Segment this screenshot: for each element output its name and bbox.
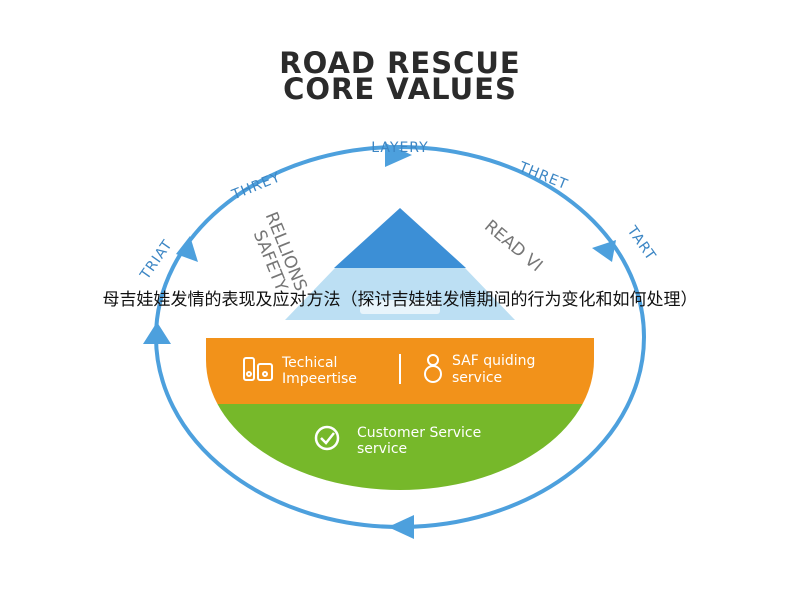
pyramid-light-band [285,268,515,320]
overlay-caption: 母吉娃娃发情的表现及应对方法（探讨吉娃娃发情期间的行为变化和如何处理） [102,290,698,310]
green-line2: service [357,441,407,457]
upper-right-arrow-icon [592,240,616,262]
check-circle-icon [314,425,340,451]
cycle-label-upper-right: THRET [516,159,570,193]
green-line1: Customer Service [357,425,481,441]
pyramid-apex [334,208,466,268]
orange-left-line2: Impeertise [282,371,357,387]
orange-right-line2: service [452,370,502,386]
faded-right-label: READ VI [480,216,546,276]
left-arrow-icon [143,322,171,344]
orange-right-item: SAF quiding service [424,353,535,386]
toolbox-icon [243,357,273,381]
cycle-label-upper-left: THREY [229,169,283,203]
bottom-arrow-icon [388,515,414,539]
diagram-title-line1: ROAD RESCUE [279,46,521,80]
top-arrow-icon [385,143,412,167]
orange-right-line1: SAF quiding [452,353,535,369]
cycle-arrows [143,143,616,539]
cycle-label-top: LAYERY [371,140,428,156]
person-icon [424,354,442,383]
upper-left-arrow-icon [176,236,198,262]
orange-left-line1: Techical [281,355,337,371]
diagram-title-line2: CORE VALUES [283,72,517,106]
green-item: Customer Service service [314,425,481,457]
cycle-label-right: TART [623,223,659,264]
orange-left-item: Techical Impeertise [243,355,357,387]
